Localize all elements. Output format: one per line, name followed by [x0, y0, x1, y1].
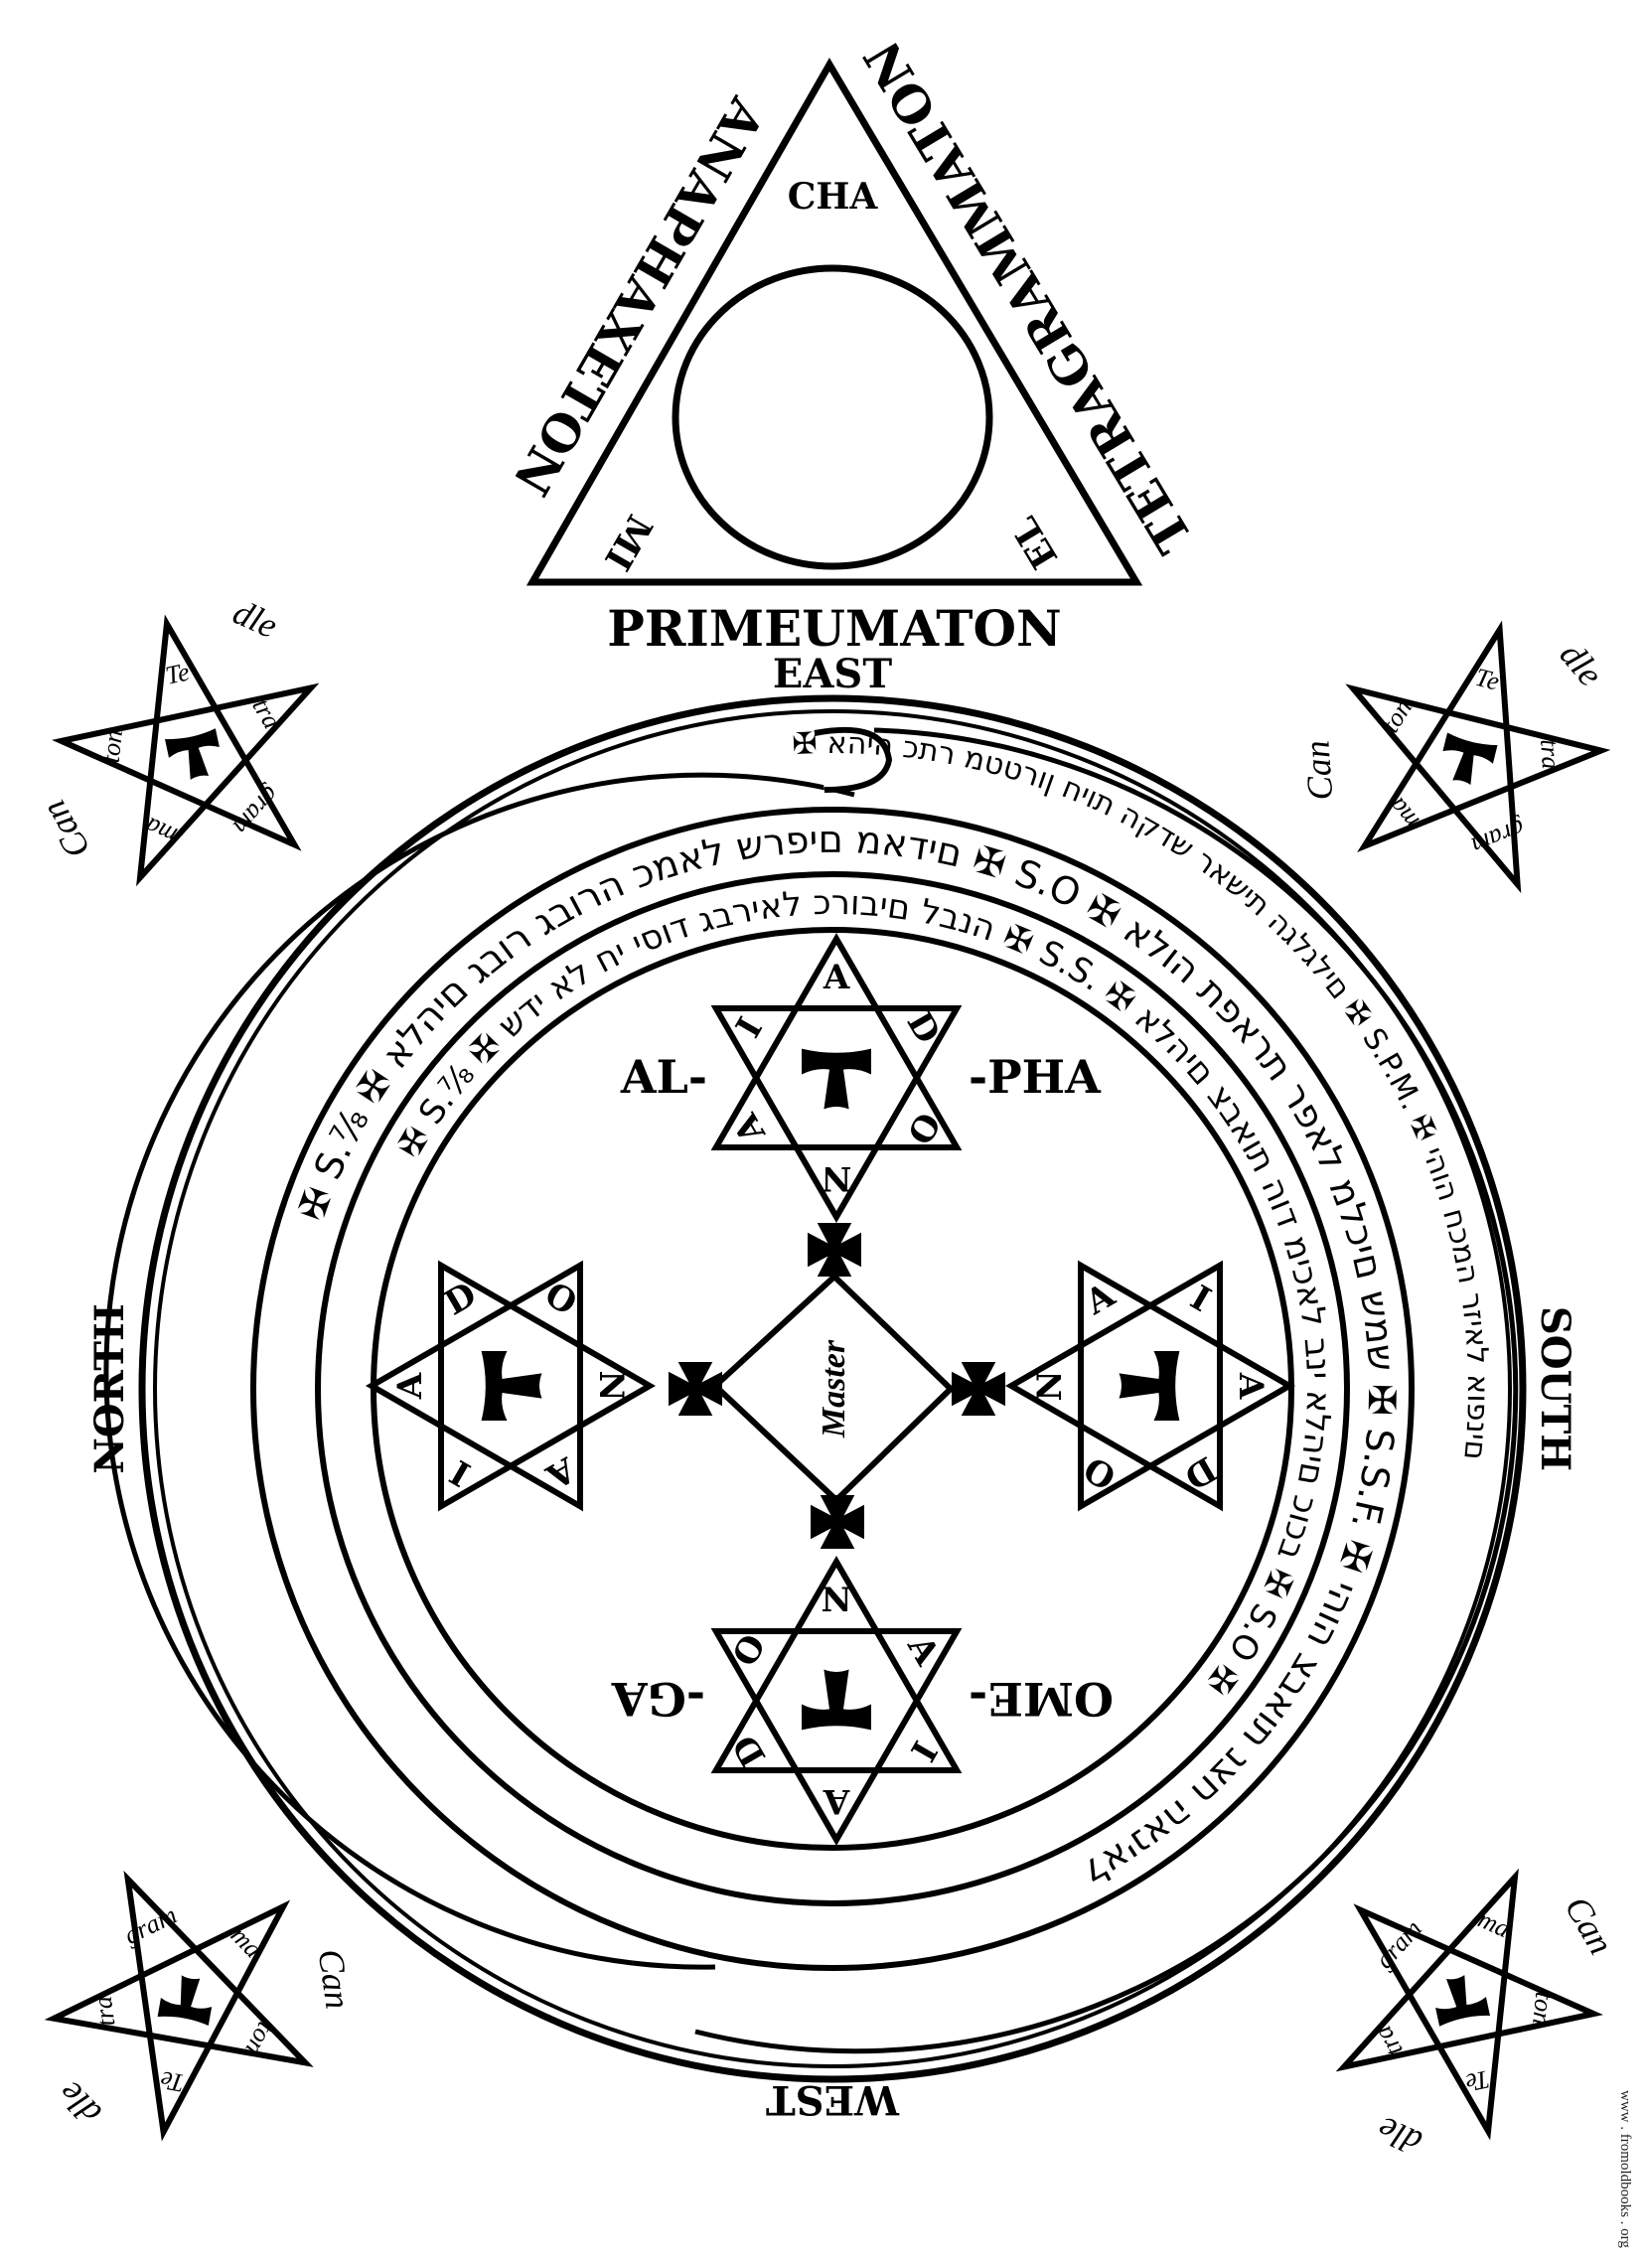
pentagram-outer-word: dle	[227, 592, 283, 646]
pentagram-star	[1345, 620, 1611, 894]
hexagram-letter: A	[1231, 1372, 1271, 1400]
pentagram-outer-word: dle	[1552, 635, 1610, 693]
hexagram-letter: D	[438, 1275, 484, 1323]
hexagram-letter: N	[591, 1370, 631, 1401]
cross-pattee-icon	[952, 1362, 1005, 1416]
tau-cross-icon	[802, 1669, 871, 1731]
hexagram-letter: N	[821, 1581, 851, 1620]
pentagram-inner-word: ton	[1527, 1991, 1559, 2027]
hexagram-letter: O	[538, 1275, 584, 1323]
pentagram-star	[44, 1870, 314, 2142]
pentagram-outer-word: Can	[34, 794, 98, 865]
tau-cross-icon	[1119, 1351, 1180, 1421]
pentagram-inner-word: Te	[163, 657, 192, 689]
alpha-left-label: AL-	[620, 1050, 707, 1104]
hexagram-letter: A	[390, 1372, 430, 1400]
tau-cross-icon	[481, 1351, 542, 1421]
triangle-right-name: TETRAGRAMMATON	[852, 31, 1204, 562]
pentagram-outer-word: Can	[1296, 739, 1340, 802]
hexagram-letter: N	[821, 1158, 851, 1198]
cross-pattee-icon	[811, 1495, 864, 1549]
triangle-seal: ANAPHAXETON TETRAGRAMMATON PRIMEUMATON C…	[502, 31, 1204, 658]
pentagram-star	[1335, 1868, 1603, 2141]
hexagram-up-triangle	[365, 1260, 583, 1512]
text-band-outer-line	[250, 807, 1415, 1971]
pentagram-inner-word: ma	[225, 1920, 268, 1963]
serpent-body-inner	[103, 772, 855, 1970]
pentagram-inner-word: gram	[119, 1900, 181, 1950]
omega-right-label: -GA	[611, 1672, 705, 1726]
triangle-inner-top: CHA	[788, 176, 879, 218]
tau-cross-icon	[1442, 732, 1498, 785]
hexagram-down-triangle	[710, 1005, 963, 1224]
pentagram-inner-word: ma	[1383, 792, 1425, 834]
tau-cross-icon	[1435, 1975, 1490, 2027]
triangle-inner-left: MI	[596, 508, 661, 577]
pentagram-outer-word: Can	[1558, 1890, 1622, 1961]
triangle-base-name: PRIMEUMATON	[607, 599, 1061, 658]
hexagram-down-triangle	[438, 1260, 657, 1512]
tau-cross-icon	[157, 1975, 213, 2027]
tau-cross-icon	[802, 1048, 871, 1110]
outer-ring-inner-line	[153, 709, 1512, 2068]
hexagram-letter: O	[899, 1106, 948, 1151]
omega-left-label: OME-	[969, 1672, 1114, 1726]
hexagram-letter: A	[823, 1781, 850, 1821]
hexagram-up-triangle	[1078, 1260, 1296, 1512]
hexagram-letter: O	[1078, 1448, 1123, 1497]
pentagram-inner-word: tra	[1535, 738, 1566, 770]
direction-east: EAST	[773, 651, 892, 697]
hexagram-letter: D	[725, 1729, 774, 1774]
hexagram-up-triangle	[710, 1628, 963, 1847]
pentagram-star	[52, 614, 320, 887]
master-label: Master	[816, 1339, 852, 1438]
outer-ring	[138, 694, 1527, 2083]
triangle-inner-right: EL	[1003, 510, 1066, 576]
direction-south: SOUTH	[1532, 1306, 1578, 1471]
pentagram-outer-word: Can	[311, 1947, 359, 2012]
pentagram-inner-word: ton	[96, 728, 128, 764]
serpent-head	[814, 726, 893, 793]
tau-cross-icon	[165, 728, 220, 780]
cross-pattee-icon	[669, 1362, 722, 1416]
watermark: www . fromoldbooks . org	[1617, 2090, 1633, 2248]
hexagram-down-triangle	[1004, 1260, 1223, 1512]
hexagram-letter: D	[1178, 1448, 1224, 1497]
text-band-middle-line	[315, 871, 1350, 1906]
alpha-right-label: -PHA	[969, 1050, 1102, 1104]
pentagram-inner-word: tra	[88, 1995, 121, 2029]
pentagram-inner-word: gram	[227, 781, 285, 840]
pentagram-outer-word: dle	[1372, 2109, 1427, 2163]
hexagram-letter: D	[899, 1005, 948, 1051]
serpent-body-outer	[694, 727, 1519, 2054]
hexagram-letter: N	[1030, 1370, 1070, 1401]
hexagram-up-triangle	[710, 932, 963, 1150]
hexagram-down-triangle	[710, 1555, 963, 1773]
pentagram-inner-word: Te	[158, 2065, 186, 2098]
direction-west: WEST	[766, 2076, 900, 2123]
pentagram-inner-word: gram	[1370, 1914, 1427, 1974]
triangle-outline	[525, 58, 1143, 586]
pentagram-inner-word: gram	[1467, 814, 1529, 860]
pentagram-outer-word: dle	[50, 2074, 108, 2133]
hexagram-letter: A	[823, 958, 850, 997]
hexagram-letter: O	[725, 1628, 774, 1674]
triangle-inner-circle	[672, 264, 993, 570]
pentagram-inner-word: Te	[1463, 2064, 1492, 2097]
cross-pattee-icon	[808, 1223, 861, 1277]
